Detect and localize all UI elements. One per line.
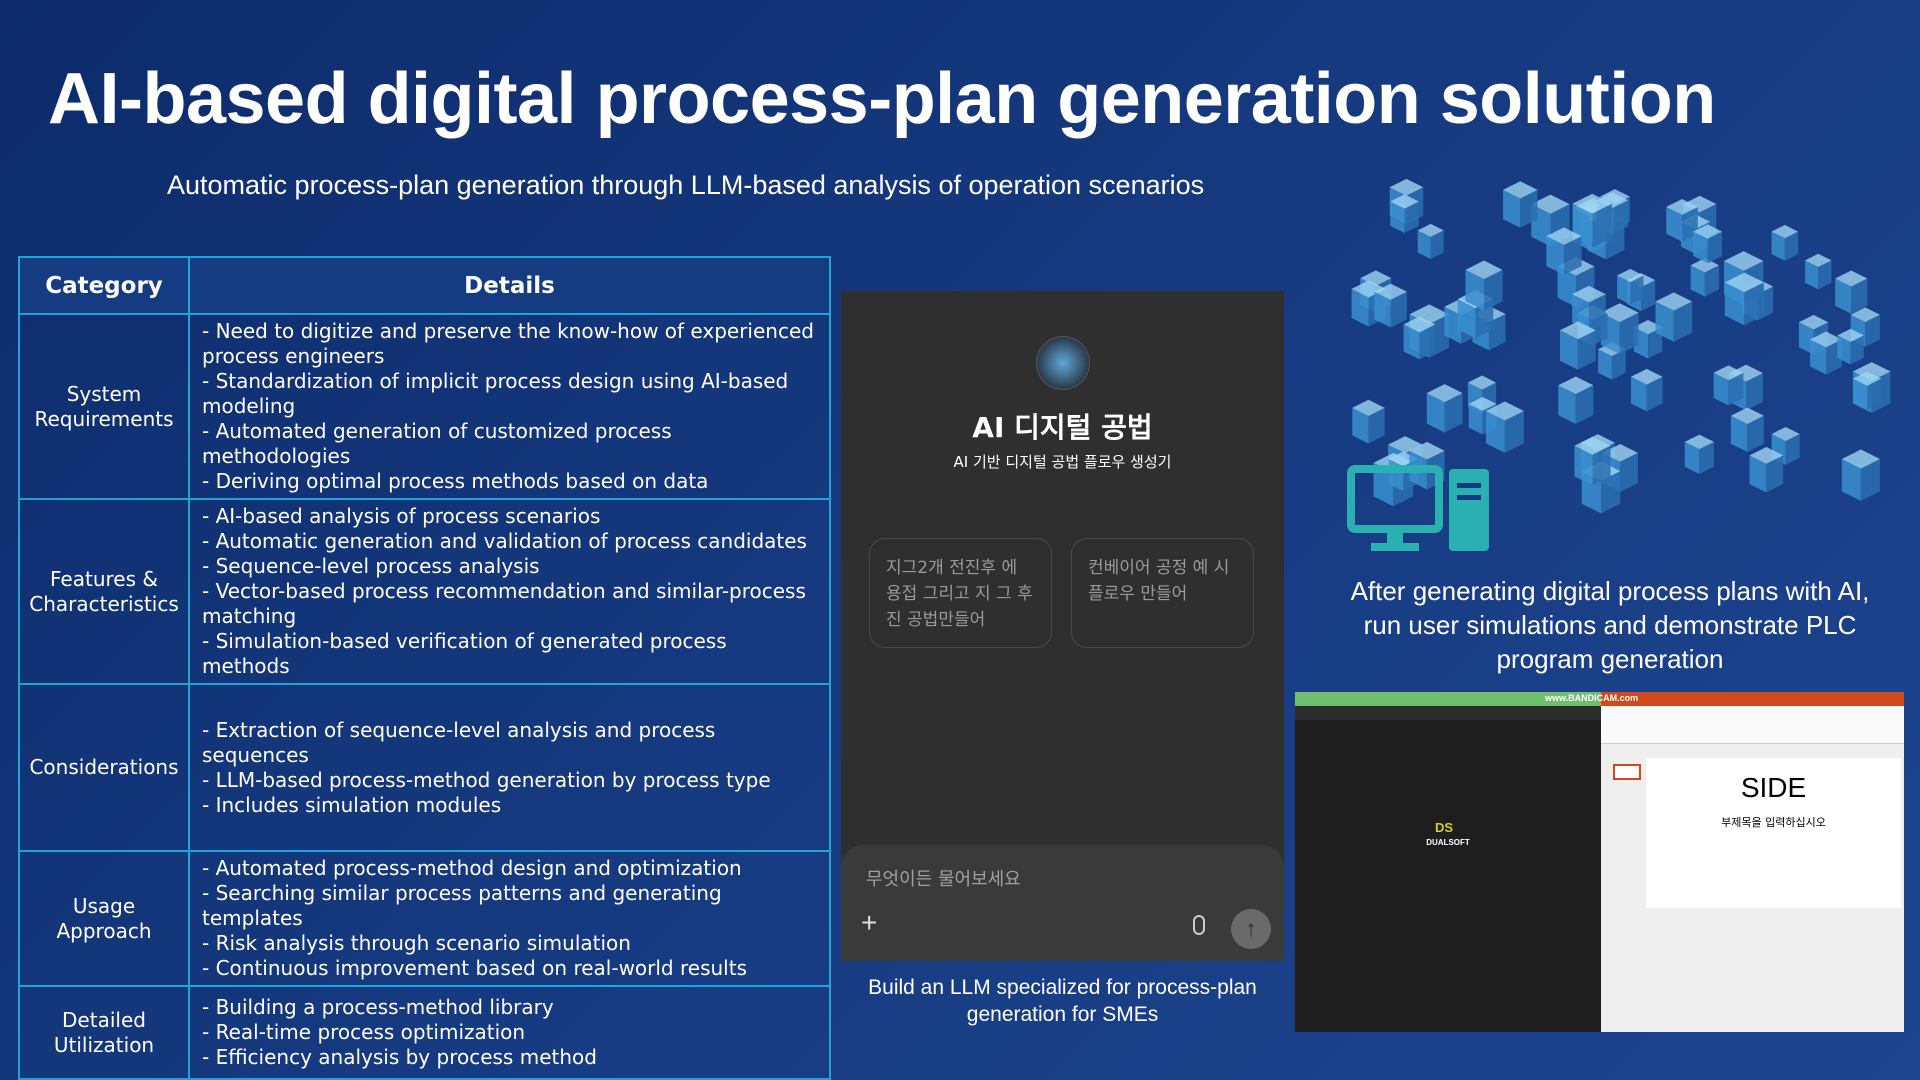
cube-shape <box>1713 365 1744 406</box>
page-subtitle: Automatic process-plan generation throug… <box>167 170 1205 200</box>
plus-icon[interactable]: + <box>861 907 878 938</box>
cube-shape <box>1559 321 1596 370</box>
table-header-row: Category Details <box>18 256 831 315</box>
computer-icon <box>1347 465 1489 551</box>
detail-line: - Standardization of implicit process de… <box>202 369 789 418</box>
header-details: Details <box>188 256 831 315</box>
row-category: Detailed Utilization <box>18 985 190 1080</box>
detail-line: - AI-based analysis of process scenarios <box>202 504 601 528</box>
detail-line: - Simulation-based verification of gener… <box>202 629 727 678</box>
suggestion-card[interactable]: 지그2개 전진후 에 용접 그리고 지 그 후진 공법만들어 <box>869 538 1052 648</box>
cube-shape <box>1465 260 1503 311</box>
detail-line: - Sequence-level process analysis <box>202 554 540 578</box>
watermark: www.BANDICAM.com <box>1545 693 1639 703</box>
chat-subtitle: AI 기반 디지털 공법 플로우 생성기 <box>953 453 1172 471</box>
table-row: Features & Characteristics - AI-based an… <box>18 498 831 685</box>
cube-shape <box>1617 268 1644 305</box>
detail-line: - Building a process-method library <box>202 995 554 1019</box>
chat-app-panel: AI 디지털 공법 AI 기반 디지털 공법 플로우 생성기 지그2개 전진후 … <box>841 291 1284 961</box>
row-category: System Requirements <box>18 313 190 500</box>
chat-title: AI 디지털 공법 <box>972 411 1153 444</box>
bot-avatar <box>1036 336 1090 390</box>
detail-line: - Real-time process optimization <box>202 1020 526 1044</box>
detail-line: - Efficiency analysis by process method <box>202 1045 597 1069</box>
row-category: Features & Characteristics <box>18 498 190 685</box>
cube-shape <box>1749 447 1784 493</box>
slide-title: SIDE <box>1740 772 1807 803</box>
table-row: System Requirements - Need to digitize a… <box>18 313 831 500</box>
cube-shape <box>1724 272 1764 326</box>
detail-line: - Extraction of sequence-level analysis … <box>202 717 716 767</box>
table-row: Usage Approach - Automated process-metho… <box>18 850 831 987</box>
detail-line: - Deriving optimal process methods based… <box>202 469 709 493</box>
requirements-table: Category Details System Requirements - N… <box>18 256 831 1080</box>
cube-shape <box>1837 328 1864 365</box>
row-details: - Automated process-method design and op… <box>188 850 831 987</box>
cube-shape <box>1693 224 1723 264</box>
row-details: - Building a process-method library - Re… <box>188 985 831 1080</box>
send-button[interactable]: ↑ <box>1231 909 1271 949</box>
app-name: DUALSOFT <box>1426 838 1470 847</box>
cube-shape <box>1485 401 1524 453</box>
cube-shape <box>1572 285 1606 332</box>
cube-shape <box>1730 407 1764 453</box>
cube-shape <box>1352 399 1385 444</box>
cube-shape <box>1558 376 1594 424</box>
cube-shape <box>1666 198 1698 242</box>
cube-network-illustration <box>1351 178 1891 514</box>
header-category: Category <box>18 256 190 315</box>
page-title: AI-based digital process-plan generation… <box>48 59 1716 139</box>
detail-line: - Need to digitize and preserve the know… <box>202 319 814 368</box>
detail-line: - Automated process-method design and op… <box>202 856 742 880</box>
cube-shape <box>1426 384 1463 433</box>
cube-shape <box>1841 449 1880 501</box>
cube-shape <box>1690 258 1720 297</box>
detail-line: - Vector-based process recommendation an… <box>202 579 806 628</box>
detail-line: - Risk analysis through scenario simulat… <box>202 931 631 955</box>
chat-input-box[interactable]: 무엇이든 물어보세요 + ↑ <box>841 845 1284 961</box>
row-details: - Need to digitize and preserve the know… <box>188 313 831 500</box>
cube-shape <box>1631 368 1663 412</box>
chat-input-placeholder[interactable]: 무엇이든 물어보세요 <box>866 869 1021 890</box>
cube-shape <box>1390 194 1419 233</box>
cube-shape <box>1374 283 1407 328</box>
right-caption: After generating digital process plans w… <box>1350 576 1870 674</box>
row-category: Considerations <box>18 683 190 852</box>
slide: SIDE 부제목을 입력하십시오 <box>1646 758 1901 908</box>
cube-shape <box>1417 223 1444 259</box>
detail-line: - LLM-based process-method generation by… <box>202 767 771 792</box>
detail-line: - Automatic generation and validation of… <box>202 529 807 553</box>
table-row: Considerations - Extraction of sequence-… <box>18 683 831 852</box>
slide-subtitle: 부제목을 입력하십시오 <box>1721 816 1826 829</box>
row-category: Usage Approach <box>18 850 190 987</box>
detail-line: - Automated generation of customized pro… <box>202 419 672 468</box>
cube-shape <box>1835 270 1868 314</box>
microphone-icon[interactable] <box>1193 915 1205 935</box>
demo-screenshot: www.BANDICAM.com DS DUALSOFT SIDE 부제목을 입… <box>1295 692 1904 1032</box>
suggestion-card[interactable]: 컨베이어 공정 예 시 플로우 만들어 <box>1071 538 1254 648</box>
cube-shape <box>1403 316 1436 360</box>
detail-line: - Continuous improvement based on real-w… <box>202 956 747 980</box>
cube-shape <box>1503 181 1538 228</box>
cube-shape <box>1655 292 1693 342</box>
cube-shape <box>1853 371 1882 410</box>
detail-line: - Searching similar process patterns and… <box>202 881 722 930</box>
presentation-window: SIDE 부제목을 입력하십시오 <box>1601 692 1904 1032</box>
browser-window: DS DUALSOFT <box>1295 692 1601 1032</box>
cube-shape <box>1574 436 1611 486</box>
cube-shape <box>1771 426 1800 465</box>
cube-shape <box>1546 227 1582 275</box>
row-details: - AI-based analysis of process scenarios… <box>188 498 831 685</box>
chat-caption: Build an LLM specialized for process-pla… <box>868 976 1257 1026</box>
row-details: - Extraction of sequence-level analysis … <box>188 683 831 852</box>
table-row: Detailed Utilization - Building a proces… <box>18 985 831 1080</box>
detail-line: - Includes simulation modules <box>202 792 502 817</box>
cube-shape <box>1684 434 1714 475</box>
cube-shape <box>1805 253 1832 290</box>
cube-shape <box>1810 331 1842 375</box>
dualsoft-logo: DS <box>1435 820 1454 835</box>
cube-shape <box>1771 224 1799 261</box>
